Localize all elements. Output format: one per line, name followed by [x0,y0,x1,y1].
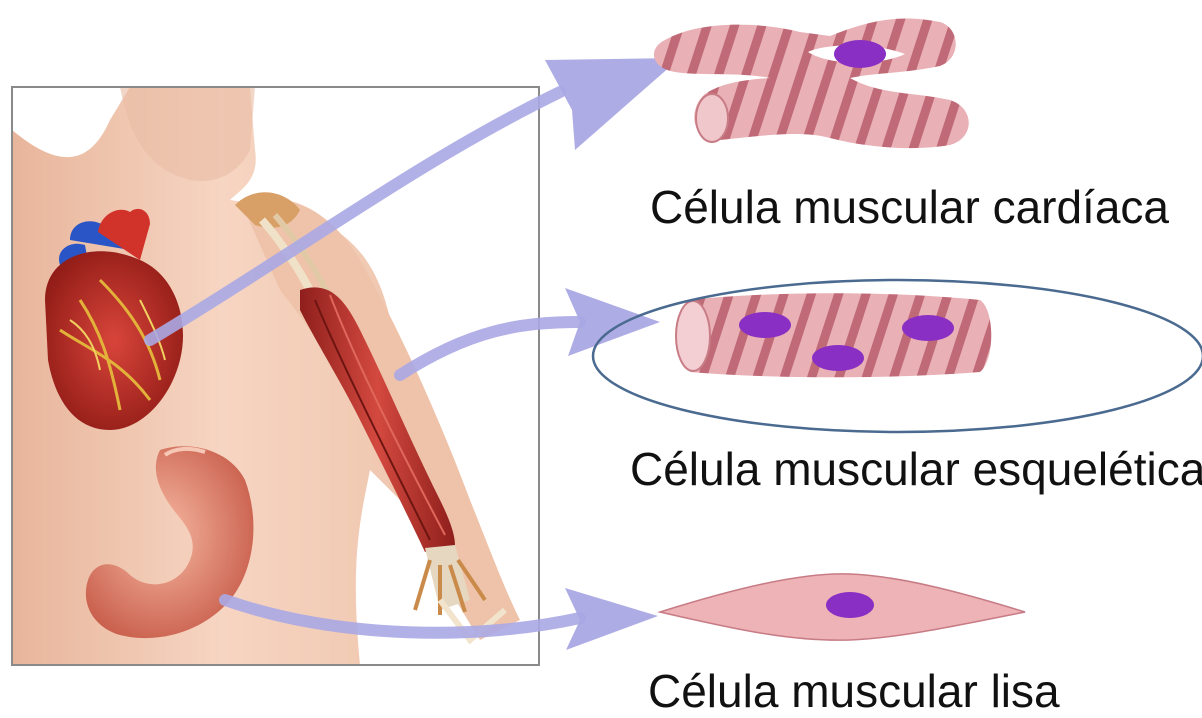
cardiac-cell [654,18,969,148]
skeletal-cell [676,293,991,377]
skeletal-nucleus-1 [739,312,791,338]
smooth-nucleus [826,592,874,618]
smooth-cell [660,574,1025,640]
arrowheads [545,58,680,650]
anatomy-illustration [12,87,539,665]
skeletal-nucleus-3 [902,315,954,341]
smooth-cell-label: Célula muscular lisa [648,668,1060,714]
skeletal-nucleus-2 [812,345,864,371]
skeletal-cell-label: Célula muscular esquelética [630,446,1202,492]
cardiac-cell-label: Célula muscular cardíaca [650,184,1169,230]
cardiac-nucleus [834,40,886,68]
arrowhead-cardiac [545,58,680,150]
